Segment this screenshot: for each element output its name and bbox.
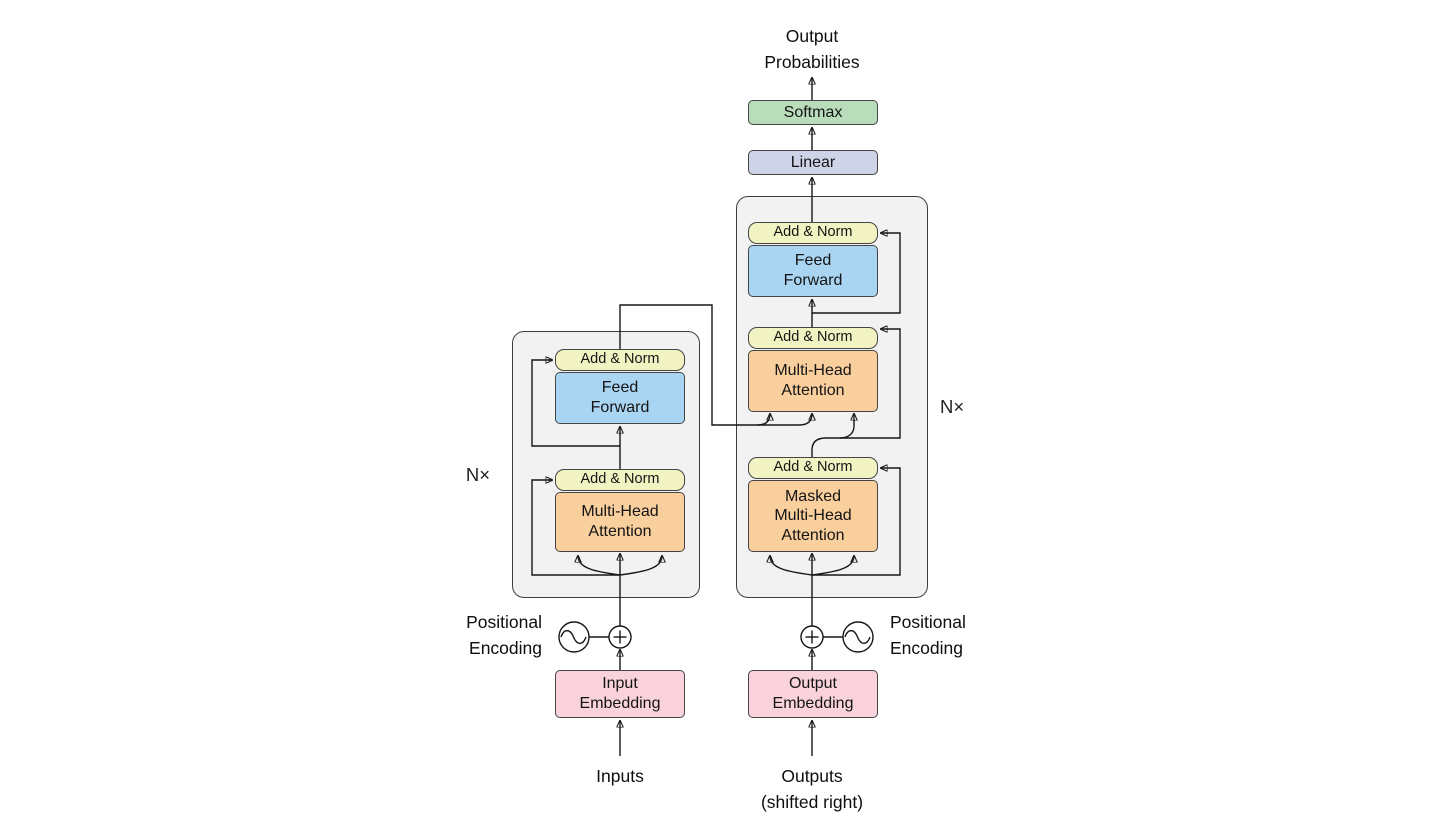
decoder-multi-head-attention-box: Multi-Head Attention (748, 350, 878, 412)
positional-encoding-left-label: Positional Encoding (466, 612, 542, 658)
decoder-masked-multi-head-attention-box: Masked Multi-Head Attention (748, 480, 878, 552)
encoder-feed-forward-box: Feed Forward (555, 372, 685, 424)
sine-wave-icon-left (558, 621, 590, 653)
decoder-add-norm-mid-box: Add & Norm (748, 327, 878, 349)
positional-encoding-right-label: Positional Encoding (890, 612, 966, 658)
decoder-add-norm-top-box: Add & Norm (748, 222, 878, 244)
encoder-to-decoder-branch (757, 414, 812, 426)
encoder-qkv-branch-left (578, 556, 621, 576)
sine-wave-icon-right (842, 621, 874, 653)
n-times-right-label: N× (940, 396, 965, 417)
n-times-left-label: N× (465, 464, 490, 485)
linear-box: Linear (748, 150, 878, 175)
decoder-query-path (811, 414, 854, 457)
softmax-box: Softmax (748, 100, 878, 125)
decoder-feed-forward-box: Feed Forward (748, 245, 878, 297)
encoder-residual-skip-feedforward (531, 360, 620, 447)
add-symbol-icon-left (608, 625, 632, 649)
encoder-residual-skip-attention (531, 480, 620, 576)
decoder-qkv-branch-right (811, 556, 854, 576)
add-symbol-icon-right (800, 625, 824, 649)
output-embedding-box: Output Embedding (748, 670, 878, 718)
encoder-add-norm-bottom-box: Add & Norm (555, 469, 685, 491)
encoder-to-decoder-connection (619, 304, 770, 426)
decoder-qkv-branch-left (770, 556, 813, 576)
decoder-residual-skip-cross-attention (840, 329, 901, 439)
input-embedding-box: Input Embedding (555, 670, 685, 718)
decoder-residual-skip-feedforward (812, 233, 901, 314)
output-probabilities-label: Output Probabilities (764, 26, 860, 72)
encoder-multi-head-attention-box: Multi-Head Attention (555, 492, 685, 552)
decoder-residual-skip-masked-attention (812, 468, 901, 576)
inputs-label: Inputs (596, 766, 644, 786)
encoder-qkv-branch-right (619, 556, 662, 576)
outputs-label: Outputs (shifted right) (760, 766, 864, 812)
encoder-add-norm-top-box: Add & Norm (555, 349, 685, 371)
decoder-add-norm-bottom-box: Add & Norm (748, 457, 878, 479)
